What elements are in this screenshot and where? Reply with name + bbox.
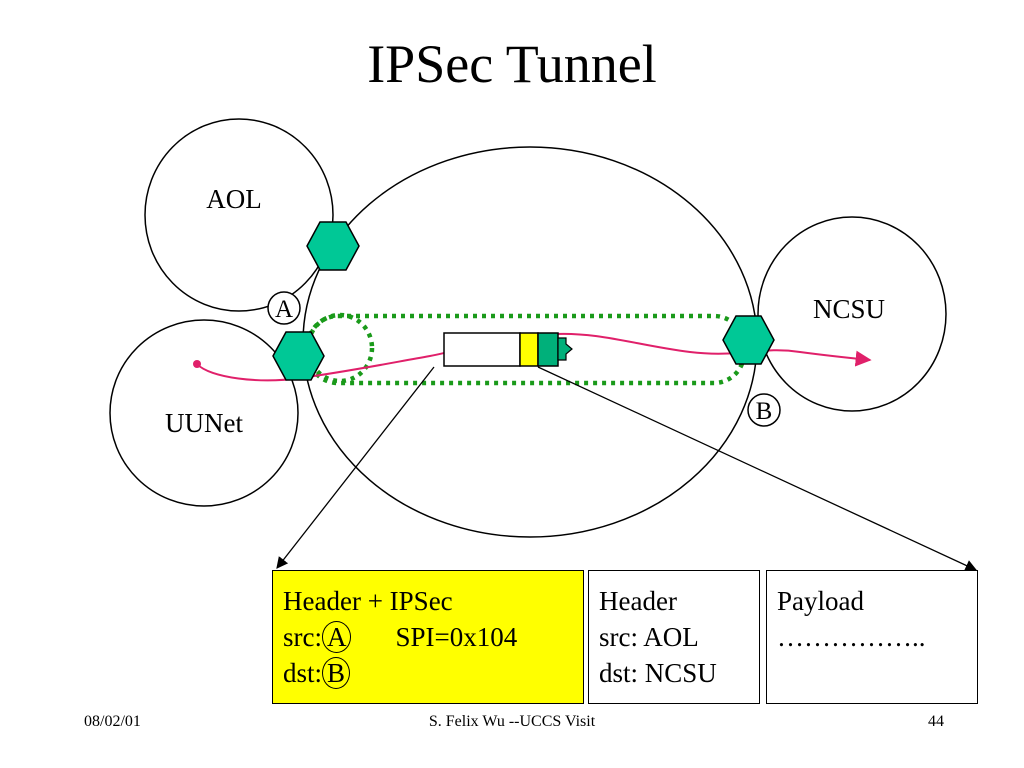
uunet-label: UUNet	[165, 408, 243, 438]
ipsec-dst-label: dst:	[283, 658, 323, 688]
ncsu-label: NCSU	[813, 294, 885, 324]
header-box-dst: dst: NCSU	[599, 658, 717, 688]
payload-box-dots: ……………..	[777, 622, 926, 652]
header-box-title: Header	[599, 586, 677, 616]
endpoint-a-circle	[267, 291, 301, 325]
aol-gateway-icon	[306, 221, 360, 271]
packet-original-header	[537, 332, 559, 367]
header-box-src: src: AOL	[599, 622, 699, 652]
footer-page-number: 44	[928, 713, 944, 730]
ipsec-box-title: Header + IPSec	[283, 586, 453, 616]
packet-icon	[443, 332, 573, 367]
payload-box-title: Payload	[777, 586, 864, 616]
ipsec-header-box: Header + IPSec src:A SPI=0x104 dst:B	[272, 570, 584, 704]
inner-header-box: Header src: AOL dst: NCSU	[588, 570, 760, 704]
ipsec-box-dst-line: dst:B	[283, 655, 583, 691]
slide-title: IPSec Tunnel	[367, 34, 657, 94]
ipsec-src-value: A	[321, 621, 352, 653]
aol-network-circle	[144, 118, 334, 312]
packet-ipsec-header	[519, 332, 539, 367]
callout-arrow-right	[537, 366, 978, 571]
packet-direction-icon	[557, 337, 573, 361]
endpoint-a-label: A	[275, 296, 293, 323]
ipsec-dst-value: B	[322, 657, 351, 689]
footer-presenter: S. Felix Wu --UCCS Visit	[428, 713, 596, 730]
aol-label: AOL	[206, 184, 262, 214]
uunet-gateway-a-icon	[272, 331, 325, 381]
ipsec-src-label: src:	[283, 622, 322, 652]
ncsu-gateway-b-icon	[722, 315, 775, 365]
uunet-network-circle	[109, 319, 299, 507]
ipsec-spi: SPI=0x104	[395, 622, 518, 652]
ipsec-box-src-line: src:A SPI=0x104	[283, 619, 583, 655]
callout-arrow-left	[276, 366, 435, 569]
endpoint-b-circle	[747, 393, 781, 427]
ncsu-network-circle	[757, 216, 947, 412]
endpoint-b-label: B	[756, 398, 773, 425]
footer-date: 08/02/01	[84, 713, 141, 730]
payload-box: Payload ……………..	[766, 570, 978, 704]
